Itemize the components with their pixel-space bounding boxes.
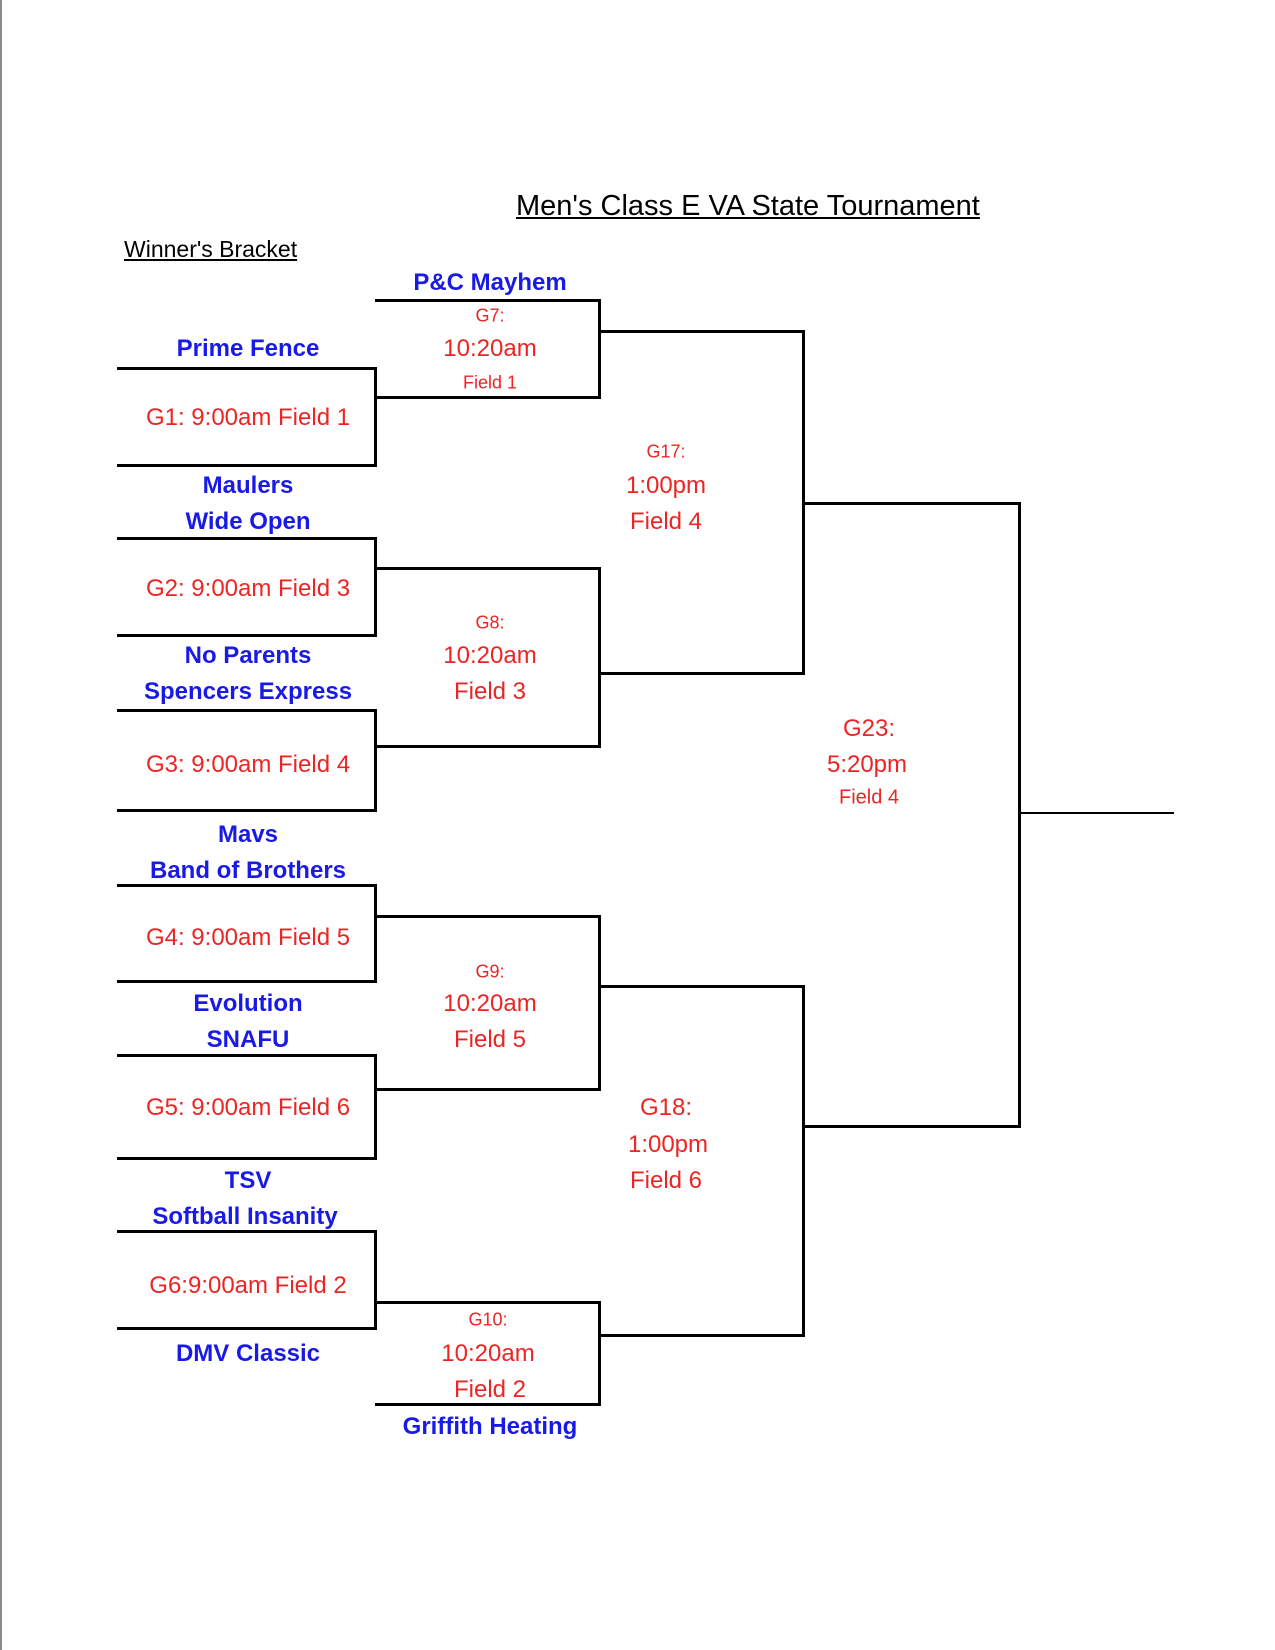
team-evolution: Evolution bbox=[193, 990, 303, 1017]
g3-right-line bbox=[374, 709, 377, 812]
g17-top-line bbox=[599, 330, 805, 333]
team-wide-open: Wide Open bbox=[185, 508, 311, 535]
team-snafu: SNAFU bbox=[206, 1026, 290, 1053]
g4-top-line bbox=[117, 884, 377, 887]
game-g17-time: 1:00pm bbox=[625, 472, 707, 499]
g8-top-line bbox=[375, 567, 601, 570]
g4-right-line bbox=[374, 884, 377, 983]
game-g3-label: G3: 9:00am Field 4 bbox=[145, 751, 351, 778]
g2-right-line bbox=[374, 537, 377, 637]
game-g9-time: 10:20am bbox=[443, 990, 537, 1017]
game-g9-name: G9: bbox=[475, 961, 505, 982]
page-title: Men's Class E VA State Tournament bbox=[516, 190, 980, 222]
g18-right-line bbox=[802, 985, 805, 1337]
g1-top-line bbox=[117, 367, 377, 370]
team-maulers: Maulers bbox=[202, 472, 294, 499]
g3-bottom-line bbox=[117, 809, 377, 812]
game-g2-label: G2: 9:00am Field 3 bbox=[145, 575, 351, 602]
g6-top-line bbox=[117, 1230, 377, 1233]
game-g17-name: G17: bbox=[646, 441, 686, 462]
game-g7-name: G7: bbox=[475, 305, 505, 326]
g23-bottom-line bbox=[803, 1125, 1021, 1128]
g17-bottom-line bbox=[599, 672, 805, 675]
g5-right-line bbox=[374, 1054, 377, 1160]
page-edge bbox=[0, 0, 2, 1650]
game-g18-name: G18: bbox=[639, 1094, 693, 1121]
g23-right-line bbox=[1018, 502, 1021, 1128]
g1-right-line bbox=[374, 367, 377, 467]
g8-bottom-line bbox=[375, 745, 601, 748]
game-g7-field: Field 1 bbox=[462, 372, 518, 393]
team-softball-insanity: Softball Insanity bbox=[152, 1203, 338, 1230]
g4-bottom-line bbox=[117, 980, 377, 983]
team-mavs: Mavs bbox=[217, 821, 279, 848]
g2-bottom-line bbox=[117, 634, 377, 637]
game-g8-name: G8: bbox=[475, 612, 505, 633]
g6-bottom-line bbox=[117, 1327, 377, 1330]
team-dmv-classic: DMV Classic bbox=[175, 1340, 321, 1367]
g10-right-line bbox=[598, 1301, 601, 1406]
game-g4-label: G4: 9:00am Field 5 bbox=[145, 924, 351, 951]
g7-top-line bbox=[375, 299, 601, 302]
game-g9-field: Field 5 bbox=[453, 1026, 527, 1053]
g23-top-line bbox=[803, 502, 1021, 505]
g7-bottom-line bbox=[375, 396, 601, 399]
g8-right-line bbox=[598, 567, 601, 748]
g10-top-line bbox=[375, 1301, 601, 1304]
game-g23-field: Field 4 bbox=[838, 786, 900, 809]
game-g7-time: 10:20am bbox=[443, 335, 537, 362]
team-tsv: TSV bbox=[224, 1167, 272, 1194]
champion-line bbox=[1019, 812, 1174, 814]
g10-bottom-line bbox=[375, 1403, 601, 1406]
game-g18-time: 1:00pm bbox=[627, 1131, 709, 1158]
g2-top-line bbox=[117, 537, 377, 540]
game-g5-label: G5: 9:00am Field 6 bbox=[145, 1094, 351, 1121]
g18-top-line bbox=[599, 985, 805, 988]
team-no-parents: No Parents bbox=[184, 642, 312, 669]
game-g23-name: G23: bbox=[842, 715, 896, 742]
g18-bottom-line bbox=[599, 1334, 805, 1337]
team-spencers-express: Spencers Express bbox=[143, 678, 353, 705]
g9-right-line bbox=[598, 915, 601, 1091]
game-g8-field: Field 3 bbox=[453, 678, 527, 705]
team-band-of-brothers: Band of Brothers bbox=[149, 857, 347, 884]
g3-top-line bbox=[117, 709, 377, 712]
team-griffith-heating: Griffith Heating bbox=[402, 1413, 578, 1440]
g9-bottom-line bbox=[375, 1088, 601, 1091]
bracket-subtitle: Winner's Bracket bbox=[124, 236, 298, 262]
g5-top-line bbox=[117, 1054, 377, 1057]
g5-bottom-line bbox=[117, 1157, 377, 1160]
game-g10-time: 10:20am bbox=[441, 1340, 535, 1367]
game-g1-label: G1: 9:00am Field 1 bbox=[145, 404, 351, 431]
game-g23-time: 5:20pm bbox=[826, 751, 908, 778]
g6-right-line bbox=[374, 1230, 377, 1330]
g7-right-line bbox=[598, 299, 601, 399]
game-g18-field: Field 6 bbox=[629, 1167, 703, 1194]
game-g10-field: Field 2 bbox=[453, 1376, 527, 1403]
game-g8-time: 10:20am bbox=[443, 642, 537, 669]
team-pc-mayhem: P&C Mayhem bbox=[413, 269, 567, 296]
team-prime-fence: Prime Fence bbox=[176, 335, 320, 362]
g9-top-line bbox=[375, 915, 601, 918]
game-g10-name: G10: bbox=[468, 1309, 508, 1330]
game-g6-label: G6:9:00am Field 2 bbox=[149, 1272, 347, 1299]
game-g17-field: Field 4 bbox=[629, 508, 703, 535]
g1-bottom-line bbox=[117, 464, 377, 467]
